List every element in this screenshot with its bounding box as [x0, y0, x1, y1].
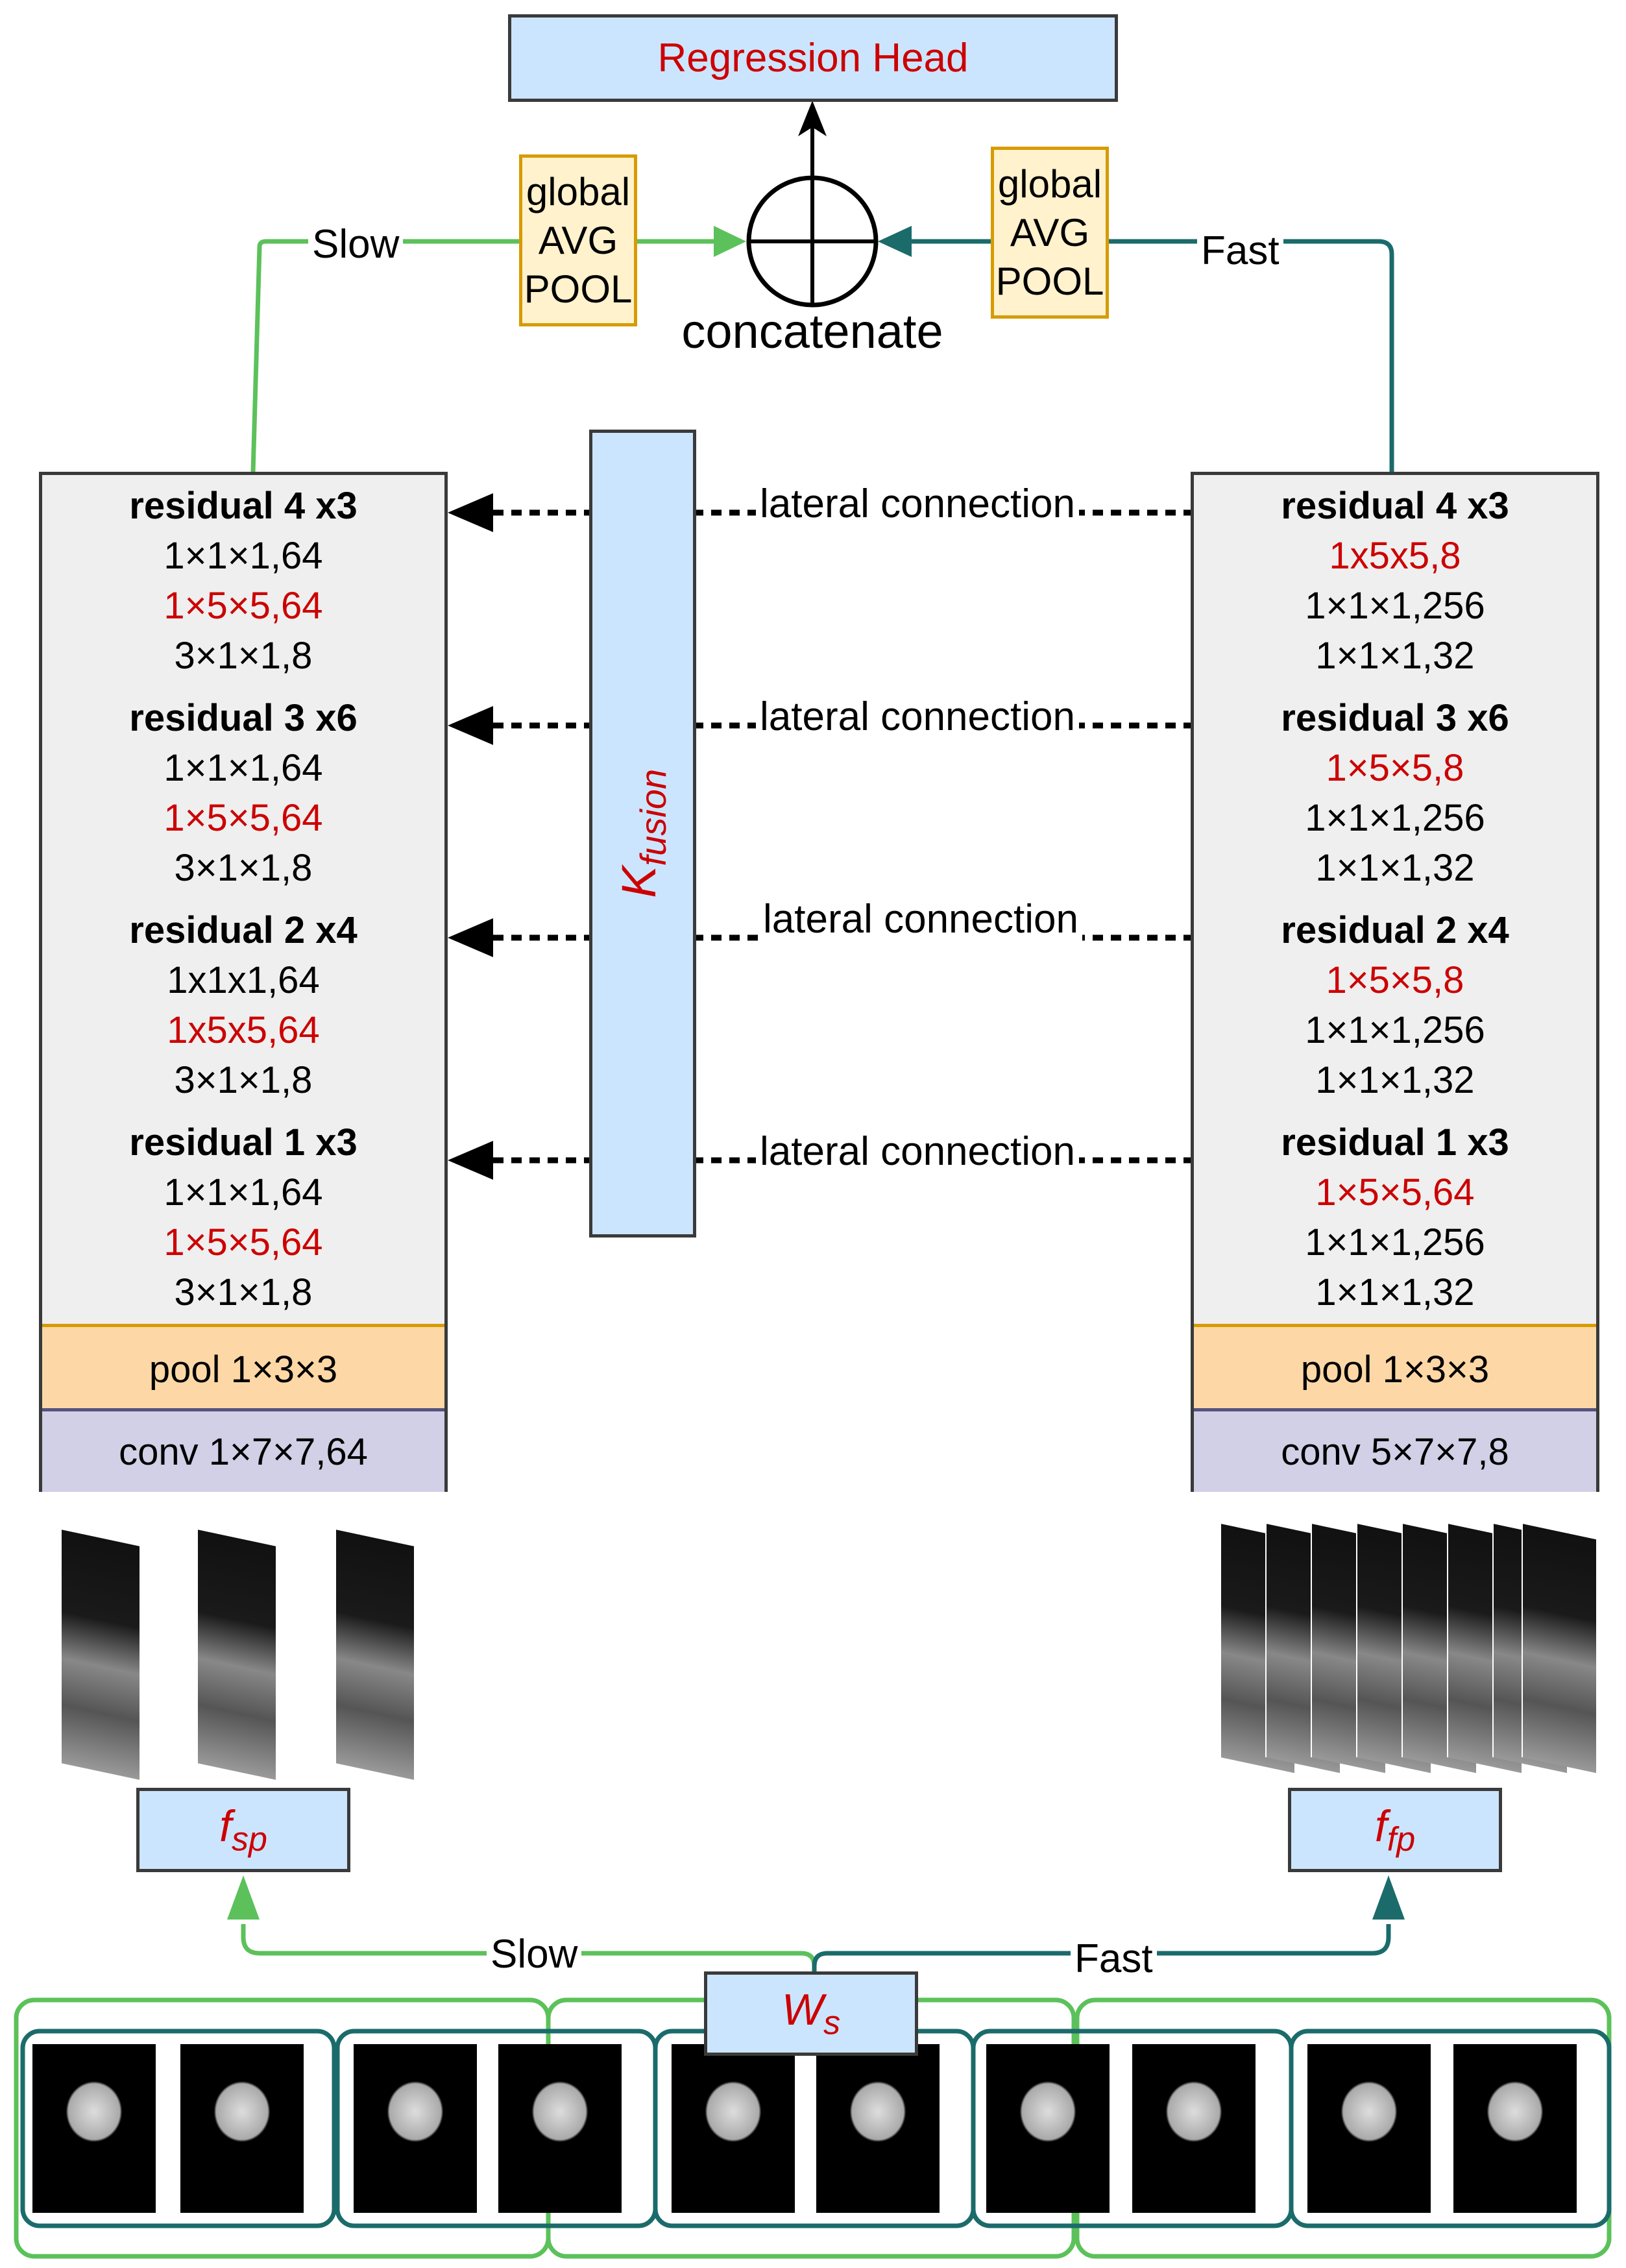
slow-res2-line1: 1x1x1,64 — [167, 959, 320, 1001]
slow-res2-title: residual 2 x4 — [129, 909, 358, 951]
fast-res3-line1: 1×5×5,8 — [1326, 747, 1464, 789]
fast-pathway-stack: residual 4 x3 1x5x5,8 1×1×1,256 1×1×1,32… — [1191, 472, 1599, 1492]
concatenate-label: concatenate — [681, 304, 943, 358]
lateral-label-1: lateral connection — [756, 1128, 1079, 1176]
fast-label-bottom: Fast — [1071, 1935, 1157, 1983]
fast-res2-line1: 1×5×5,8 — [1326, 959, 1464, 1001]
slow-res1-line2: 1×5×5,64 — [164, 1221, 323, 1263]
fast-conv: conv 5×7×7,8 — [1194, 1408, 1596, 1492]
slow-arrowhead-top — [714, 226, 746, 257]
slow-res3-line1: 1×1×1,64 — [164, 747, 323, 789]
fast-residual-4: residual 4 x3 1x5x5,8 1×1×1,256 1×1×1,32 — [1194, 475, 1596, 690]
slow-label-top: Slow — [308, 221, 404, 269]
slow-residual-3: residual 3 x6 1×1×1,64 1×5×5,64 3×1×1,8 — [42, 687, 444, 903]
slow-res1-line1: 1×1×1,64 — [164, 1171, 323, 1213]
fast-arrowhead-bottom — [1372, 1875, 1405, 1920]
window-ws-label: Ws — [782, 1984, 840, 2043]
fast-pool: pool 1×3×3 — [1194, 1324, 1596, 1411]
fast-res3-line3: 1×1×1,32 — [1315, 847, 1475, 889]
slow-res3-title: residual 3 x6 — [129, 697, 358, 739]
fast-res1-line1: 1×5×5,64 — [1315, 1171, 1475, 1213]
slow-sampler-sub: sp — [231, 1820, 267, 1859]
k-fusion-base: K — [612, 866, 666, 898]
fast-res2-line3: 1×1×1,32 — [1315, 1059, 1475, 1101]
input-frame — [1453, 2044, 1577, 2213]
slow-res4-line1: 1×1×1,64 — [164, 535, 323, 577]
input-frame — [1132, 2044, 1256, 2213]
slow-residual-1: residual 1 x3 1×1×1,64 1×5×5,64 3×1×1,8 — [42, 1112, 444, 1324]
fast-res4-line1: 1x5x5,8 — [1329, 535, 1461, 577]
fast-sampler-base: f — [1374, 1801, 1387, 1851]
slow-res4-line3: 3×1×1,8 — [174, 635, 313, 677]
fast-residual-2: residual 2 x4 1×5×5,8 1×1×1,256 1×1×1,32 — [1194, 899, 1596, 1115]
fast-res3-line2: 1×1×1,256 — [1305, 797, 1485, 839]
slow-frame-thumb — [336, 1530, 414, 1780]
fast-arrowhead-top — [878, 226, 912, 257]
lateral-label-3: lateral connection — [756, 693, 1079, 741]
slow-res4-line2: 1×5×5,64 — [164, 585, 323, 627]
k-fusion-label: Kfusion — [611, 769, 674, 898]
k-fusion-sub: fusion — [632, 769, 673, 866]
slow-res2-line2: 1x5x5,64 — [167, 1009, 320, 1051]
fast-res1-line3: 1×1×1,32 — [1315, 1271, 1475, 1313]
fast-res3-title: residual 3 x6 — [1281, 697, 1509, 739]
fast-residual-3: residual 3 x6 1×5×5,8 1×1×1,256 1×1×1,32 — [1194, 687, 1596, 903]
input-frame — [672, 2044, 795, 2213]
slow-sampler-base: f — [219, 1801, 232, 1851]
input-frame — [816, 2044, 940, 2213]
slow-label-bottom: Slow — [487, 1931, 582, 1979]
slow-path-top — [250, 239, 519, 472]
fast-sampler: ffp — [1288, 1788, 1502, 1872]
regression-head: Regression Head — [508, 14, 1118, 102]
window-ws-sub: s — [823, 2004, 841, 2042]
global-pool-left-label: global AVG POOL — [524, 170, 633, 311]
slow-pathway-stack: residual 4 x3 1×1×1,64 1×5×5,64 3×1×1,8 … — [39, 472, 448, 1492]
window-ws-base: W — [781, 1985, 824, 2035]
lateral-label-2: lateral connection — [759, 896, 1082, 944]
slow-frame-thumb — [62, 1530, 140, 1780]
slow-pool: pool 1×3×3 — [42, 1324, 444, 1411]
fast-path-top — [1106, 239, 1394, 472]
lateral-label-4: lateral connection — [756, 480, 1079, 528]
slow-sampler: fsp — [136, 1788, 350, 1872]
fast-res4-line2: 1×1×1,256 — [1305, 585, 1485, 627]
slow-sampler-label: fsp — [219, 1801, 267, 1859]
slow-conv: conv 1×7×7,64 — [42, 1408, 444, 1492]
fast-windows — [20, 2029, 1612, 2228]
slow-res3-line2: 1×5×5,64 — [164, 797, 323, 839]
regression-head-label: Regression Head — [657, 36, 969, 80]
input-frame — [1307, 2044, 1431, 2213]
fast-res1-line2: 1×1×1,256 — [1305, 1221, 1485, 1263]
input-frame — [498, 2044, 622, 2213]
input-frame — [986, 2044, 1110, 2213]
fast-sampler-sub: fp — [1387, 1820, 1416, 1859]
fast-label-top: Fast — [1197, 227, 1283, 275]
input-frame — [180, 2044, 304, 2213]
slow-res4-title: residual 4 x3 — [129, 485, 358, 527]
lateral-arrowheads — [448, 493, 493, 1180]
fast-res2-title: residual 2 x4 — [1281, 909, 1509, 951]
global-avg-pool-left: global AVG POOL — [519, 154, 637, 326]
fast-frame-thumb — [1522, 1523, 1596, 1774]
input-frame — [354, 2044, 477, 2213]
slow-arrowhead-bottom — [227, 1875, 260, 1920]
slow-res1-title: residual 1 x3 — [129, 1121, 358, 1164]
slow-res3-line3: 3×1×1,8 — [174, 847, 313, 889]
fast-res4-title: residual 4 x3 — [1281, 485, 1509, 527]
slow-residual-2: residual 2 x4 1x1x1,64 1x5x5,64 3×1×1,8 — [42, 899, 444, 1115]
fast-res2-line2: 1×1×1,256 — [1305, 1009, 1485, 1051]
fast-res4-line3: 1×1×1,32 — [1315, 635, 1475, 677]
global-avg-pool-right: global AVG POOL — [991, 147, 1109, 319]
fast-sampler-label: ffp — [1375, 1801, 1415, 1859]
global-pool-right-label: global AVG POOL — [995, 162, 1104, 303]
k-fusion-block: Kfusion — [589, 430, 696, 1238]
fast-residual-1: residual 1 x3 1×5×5,64 1×1×1,256 1×1×1,3… — [1194, 1112, 1596, 1324]
slow-res1-line3: 3×1×1,8 — [174, 1271, 313, 1313]
slow-frame-thumb — [198, 1530, 276, 1780]
slow-residual-4: residual 4 x3 1×1×1,64 1×5×5,64 3×1×1,8 — [42, 475, 444, 690]
window-ws: Ws — [704, 1971, 918, 2056]
fast-res1-title: residual 1 x3 — [1281, 1121, 1509, 1164]
slow-res2-line3: 3×1×1,8 — [174, 1059, 313, 1101]
input-frame — [32, 2044, 156, 2213]
